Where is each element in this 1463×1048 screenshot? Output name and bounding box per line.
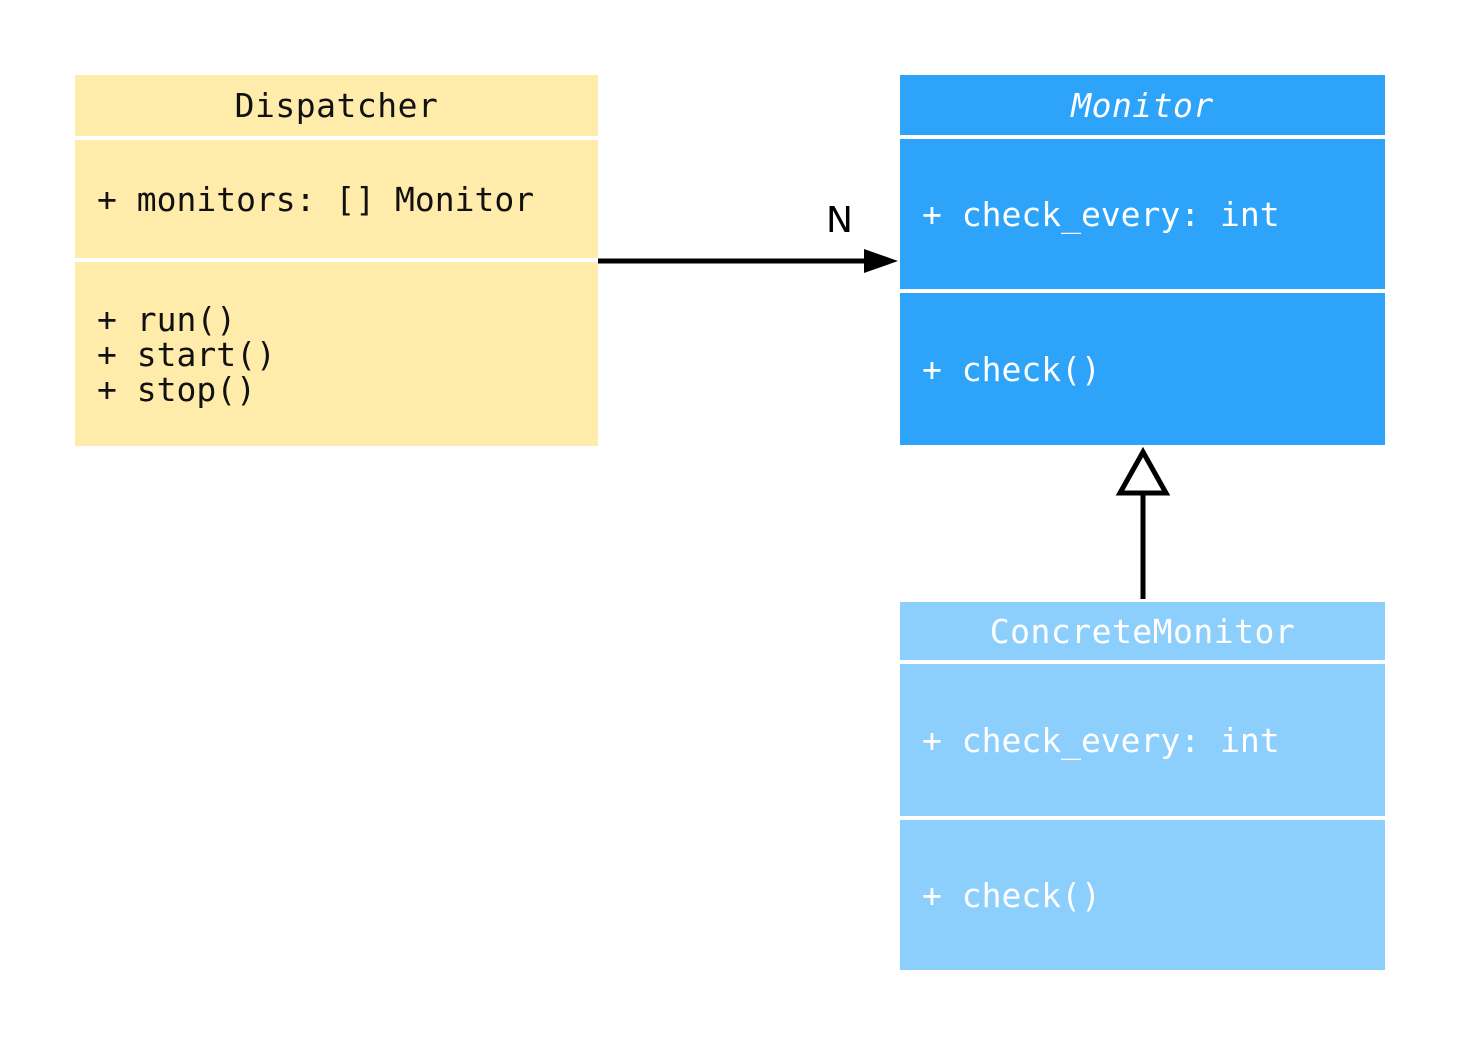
attributes-section-monitor: + check_every: int (900, 139, 1385, 289)
attributes-section-concrete-monitor: + check_every: int (900, 664, 1385, 816)
class-title-monitor: Monitor (900, 75, 1385, 135)
association-multiplicity-label: N (826, 200, 853, 241)
method-row: + check() (922, 349, 1101, 389)
attribute-row: + monitors: [] Monitor (97, 179, 535, 219)
hollow-triangle-icon (1115, 446, 1171, 496)
methods-section-monitor: + check() (900, 293, 1385, 445)
class-box-concrete-monitor: ConcreteMonitor + check_every: int + che… (900, 602, 1385, 970)
class-title-concrete-monitor: ConcreteMonitor (900, 602, 1385, 660)
method-row: + check() (922, 875, 1101, 915)
methods-section-dispatcher: + run() + start() + stop() (75, 262, 598, 446)
methods-section-concrete-monitor: + check() (900, 820, 1385, 970)
method-row: + run() (97, 299, 237, 339)
filled-arrowhead-icon (864, 249, 898, 273)
class-title-dispatcher: Dispatcher (75, 75, 598, 136)
generalization-arrow-concrete-monitor (1115, 446, 1171, 599)
attributes-section-dispatcher: + monitors: [] Monitor (75, 140, 598, 258)
attribute-row: + check_every: int (922, 720, 1280, 760)
attribute-row: + check_every: int (922, 194, 1280, 234)
class-box-dispatcher: Dispatcher + monitors: [] Monitor + run(… (75, 75, 598, 446)
class-box-monitor: Monitor + check_every: int + check() (900, 75, 1385, 445)
method-row: + stop() (97, 369, 256, 409)
association-arrow-dispatcher-monitor (598, 249, 898, 273)
method-row: + start() (97, 334, 276, 374)
